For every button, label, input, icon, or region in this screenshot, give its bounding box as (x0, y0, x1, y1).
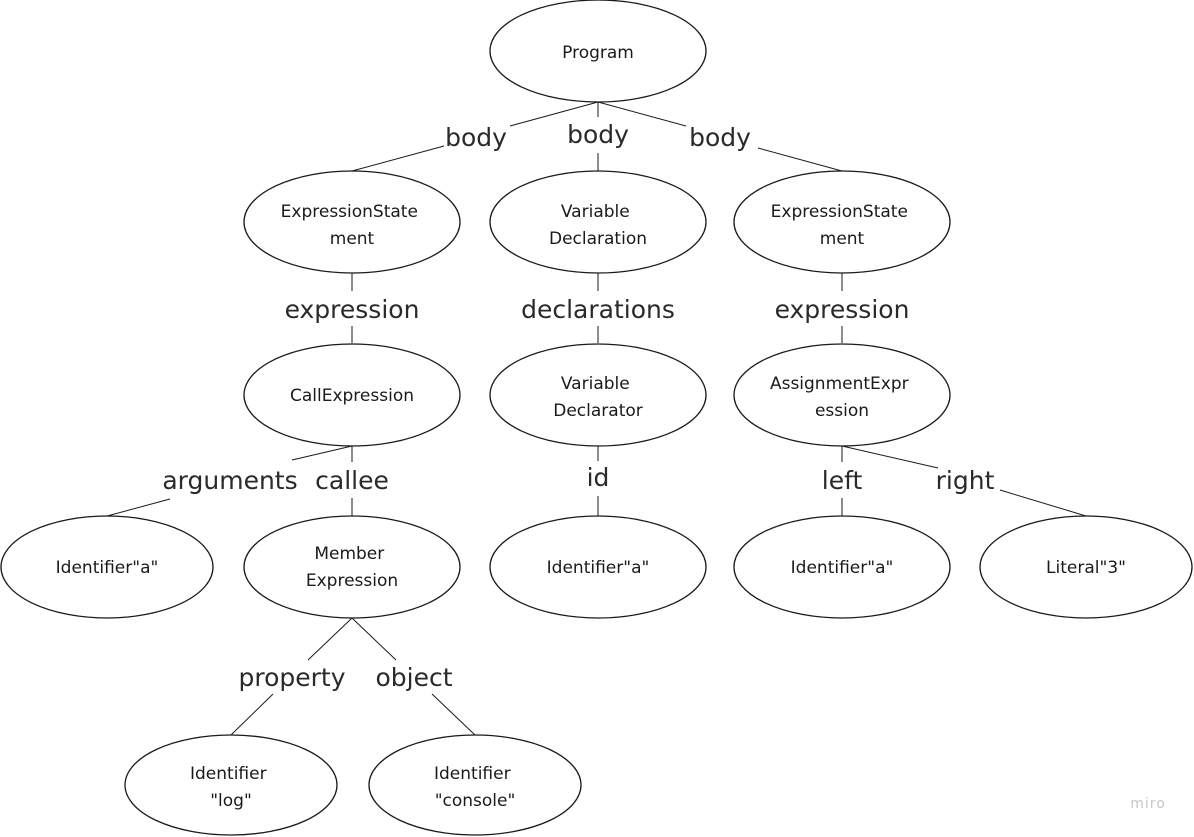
node-identifier-console-label: Identifier "console" (434, 764, 516, 811)
node-expression-statement-2: ExpressionState ment (733, 170, 951, 274)
edge-label-arguments: arguments (162, 466, 297, 495)
node-identifier-a-3-label: Identifier"a" (791, 558, 894, 578)
edge-label-property: property (238, 663, 345, 692)
node-call-expression: CallExpression (243, 343, 461, 447)
node-identifier-a-2: Identifier"a" (489, 515, 707, 619)
node-variable-declaration: Variable Declaration (489, 170, 707, 274)
node-identifier-a-1-label: Identifier"a" (56, 558, 159, 578)
edge-label-expression-1: expression (285, 295, 420, 324)
miro-watermark: miro (1130, 796, 1166, 812)
edge-member-object (351, 617, 476, 736)
node-expression-statement-1: ExpressionState ment (243, 170, 461, 274)
edge-label-body-2: body (567, 120, 629, 149)
edge-program-body-1 (351, 101, 599, 172)
edge-label-left: left (822, 466, 863, 495)
edge-assign-right (841, 445, 1087, 517)
edge-label-callee: callee (315, 466, 389, 495)
node-identifier-a-3: Identifier"a" (733, 515, 951, 619)
node-variable-declaration-label: Variable Declaration (549, 202, 647, 249)
node-identifier-log-label: Identifier "log" (190, 764, 272, 811)
edge-call-arguments (106, 445, 353, 517)
edge-label-expression-2: expression (775, 295, 910, 324)
node-assignment-expression: AssignmentExpr ession (733, 343, 951, 447)
node-expression-statement-1-label: ExpressionState ment (281, 202, 424, 249)
edge-label-body-1: body (445, 123, 507, 152)
edge-label-object: object (375, 663, 452, 692)
node-literal-3: Literal"3" (979, 515, 1193, 619)
node-member-expression: Member Expression (243, 515, 461, 619)
edge-member-property (230, 617, 353, 736)
node-program-label: Program (562, 43, 634, 63)
node-expression-statement-2-label: ExpressionState ment (771, 202, 914, 249)
node-assignment-expression-label: AssignmentExpr ession (770, 374, 914, 421)
node-program: Program (489, 0, 707, 103)
node-literal-3-label: Literal"3" (1046, 558, 1126, 578)
node-variable-declarator: Variable Declarator (489, 343, 707, 447)
node-identifier-a-2-label: Identifier"a" (547, 558, 650, 578)
node-identifier-a-1: Identifier"a" (0, 515, 214, 619)
node-call-expression-label: CallExpression (290, 386, 414, 406)
edge-label-declarations: declarations (521, 295, 675, 324)
node-variable-declarator-label: Variable Declarator (553, 374, 643, 421)
edge-label-right: right (936, 466, 995, 495)
node-member-expression-label: Member Expression (306, 544, 398, 591)
edge-label-body-3: body (689, 123, 751, 152)
edge-program-body-3 (597, 101, 843, 172)
node-identifier-log: Identifier "log" (124, 734, 338, 836)
edge-label-id: id (587, 463, 610, 492)
node-identifier-console: Identifier "console" (368, 734, 582, 836)
